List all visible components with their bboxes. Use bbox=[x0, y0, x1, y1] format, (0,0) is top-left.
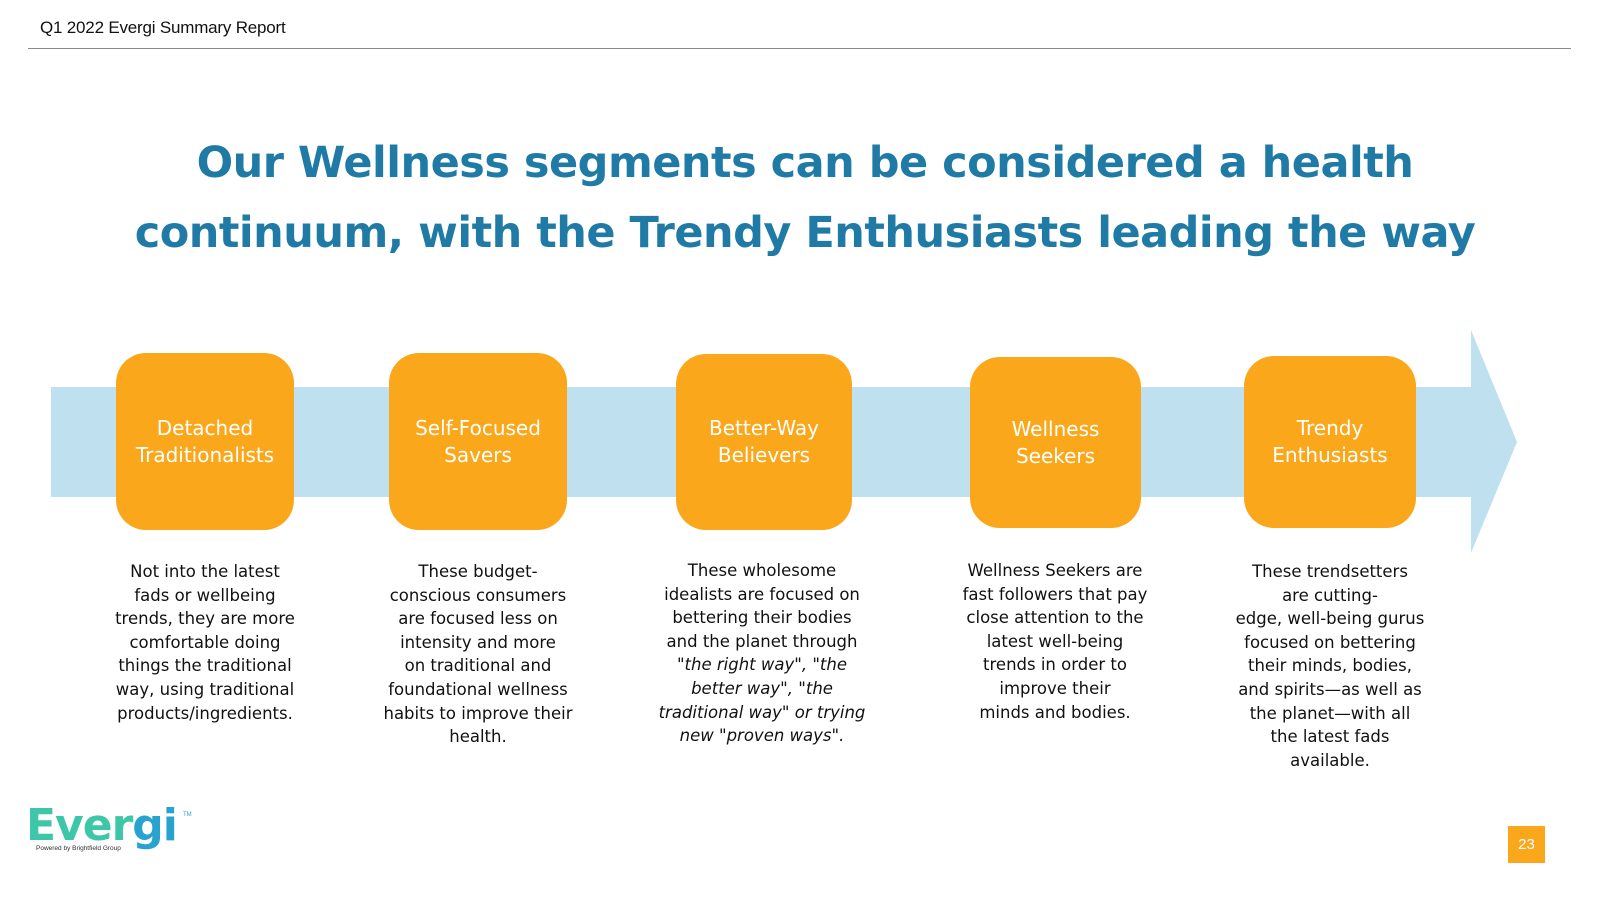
segment-name-line-2: Savers bbox=[444, 442, 512, 467]
desc-line: These wholesome bbox=[687, 561, 837, 580]
segment-name-line-1: Wellness bbox=[1011, 416, 1100, 441]
segment-description-trendy-enthusiasts: These trendsetters are cutting- edge, we… bbox=[1205, 560, 1455, 772]
logo-word-part-1: Ever bbox=[26, 800, 133, 851]
desc-line: comfortable doing bbox=[129, 632, 281, 652]
desc-line: These budget- bbox=[418, 562, 538, 581]
desc-line: health. bbox=[449, 727, 507, 747]
desc-line: the latest fads bbox=[1270, 727, 1390, 747]
report-title: Q1 2022 Evergi Summary Report bbox=[40, 18, 286, 37]
segment-name-line-2: Seekers bbox=[1015, 443, 1096, 468]
desc-line: things the traditional bbox=[118, 656, 292, 676]
desc-line-italic: new "proven ways". bbox=[679, 726, 845, 746]
desc-line: Wellness Seekers are bbox=[967, 561, 1143, 580]
desc-line: are cutting- bbox=[1282, 585, 1378, 605]
desc-line: fast followers that pay bbox=[962, 584, 1148, 604]
desc-line: habits to improve their bbox=[383, 703, 573, 723]
segment-name-line-1: Detached bbox=[156, 415, 254, 440]
segment-name-line-1: Self-Focused bbox=[415, 415, 541, 440]
logo-word-part-2: gi bbox=[132, 800, 178, 851]
slide-title: Our Wellness segments can be considered … bbox=[60, 128, 1550, 268]
desc-line: foundational wellness bbox=[388, 679, 568, 699]
slide-title-line-2: continuum, with the Trendy Enthusiasts l… bbox=[134, 208, 1476, 258]
segment-description-better-way-believers: These wholesome idealists are focused on… bbox=[632, 559, 892, 748]
desc-line: Not into the latest bbox=[130, 562, 280, 581]
desc-line: their minds, bodies, bbox=[1248, 656, 1412, 676]
segment-name-line-2: Believers bbox=[717, 443, 811, 467]
continuum-arrow-head bbox=[1471, 330, 1517, 553]
desc-line: idealists are focused on bbox=[664, 584, 860, 604]
desc-line-italic: better way", "the bbox=[691, 678, 833, 698]
desc-line: intensity and more bbox=[400, 632, 556, 652]
logo-tagline: Powered by Brightfield Group bbox=[36, 845, 121, 852]
logo-trademark: TM bbox=[183, 812, 192, 818]
segment-box-better-way-believers: Better-Way Believers bbox=[676, 354, 852, 530]
segment-box-wellness-seekers: Wellness Seekers bbox=[970, 357, 1141, 528]
desc-line: conscious consumers bbox=[389, 585, 567, 605]
desc-line: trends in order to bbox=[983, 655, 1127, 675]
desc-line: edge, well-being gurus bbox=[1235, 609, 1425, 629]
desc-line: improve their bbox=[999, 678, 1111, 698]
segment-box-trendy-enthusiasts: Trendy Enthusiasts bbox=[1244, 356, 1416, 528]
desc-line: minds and bodies. bbox=[979, 702, 1131, 722]
segment-description-self-focused-savers: These budget- conscious consumers are fo… bbox=[358, 560, 598, 749]
segment-name-line-1: Trendy bbox=[1296, 416, 1364, 440]
desc-line: fads or wellbeing bbox=[134, 585, 276, 605]
evergi-logo: Evergi TM Powered by Brightfield Group bbox=[26, 800, 196, 862]
desc-line: These trendsetters bbox=[1252, 562, 1408, 581]
segment-description-wellness-seekers: Wellness Seekers are fast followers that… bbox=[930, 559, 1180, 724]
slide-title-line-1: Our Wellness segments can be considered … bbox=[196, 138, 1414, 188]
desc-line: bettering their bodies bbox=[672, 608, 852, 628]
desc-line: and spirits—as well as bbox=[1238, 679, 1422, 699]
segment-description-detached-traditionalists: Not into the latest fads or wellbeing tr… bbox=[85, 560, 325, 725]
desc-line-italic: "the right way", "the bbox=[676, 655, 848, 675]
desc-line: trends, they are more bbox=[115, 609, 295, 629]
segment-name-line-2: Enthusiasts bbox=[1272, 443, 1388, 467]
desc-line: and the planet through bbox=[666, 631, 858, 651]
segment-name-line-1: Better-Way bbox=[709, 416, 819, 440]
segment-box-detached-traditionalists: Detached Traditionalists bbox=[116, 353, 294, 530]
desc-line: the planet—with all bbox=[1249, 703, 1411, 723]
desc-line: available. bbox=[1290, 750, 1370, 770]
segment-box-self-focused-savers: Self-Focused Savers bbox=[389, 353, 567, 530]
desc-line: focused on bettering bbox=[1244, 632, 1416, 652]
logo-wordmark: Evergi bbox=[26, 800, 178, 852]
desc-line: latest well-being bbox=[986, 631, 1124, 651]
desc-line: are focused less on bbox=[398, 609, 558, 629]
desc-line: way, using traditional bbox=[115, 679, 295, 699]
desc-line: on traditional and bbox=[404, 656, 552, 676]
desc-line: close attention to the bbox=[966, 608, 1144, 628]
desc-line-italic: traditional way" or trying bbox=[658, 702, 866, 722]
header-divider bbox=[28, 48, 1571, 49]
segment-name-line-2: Traditionalists bbox=[135, 442, 275, 467]
desc-line: products/ingredients. bbox=[117, 703, 293, 723]
page-number: 23 bbox=[1508, 826, 1545, 863]
